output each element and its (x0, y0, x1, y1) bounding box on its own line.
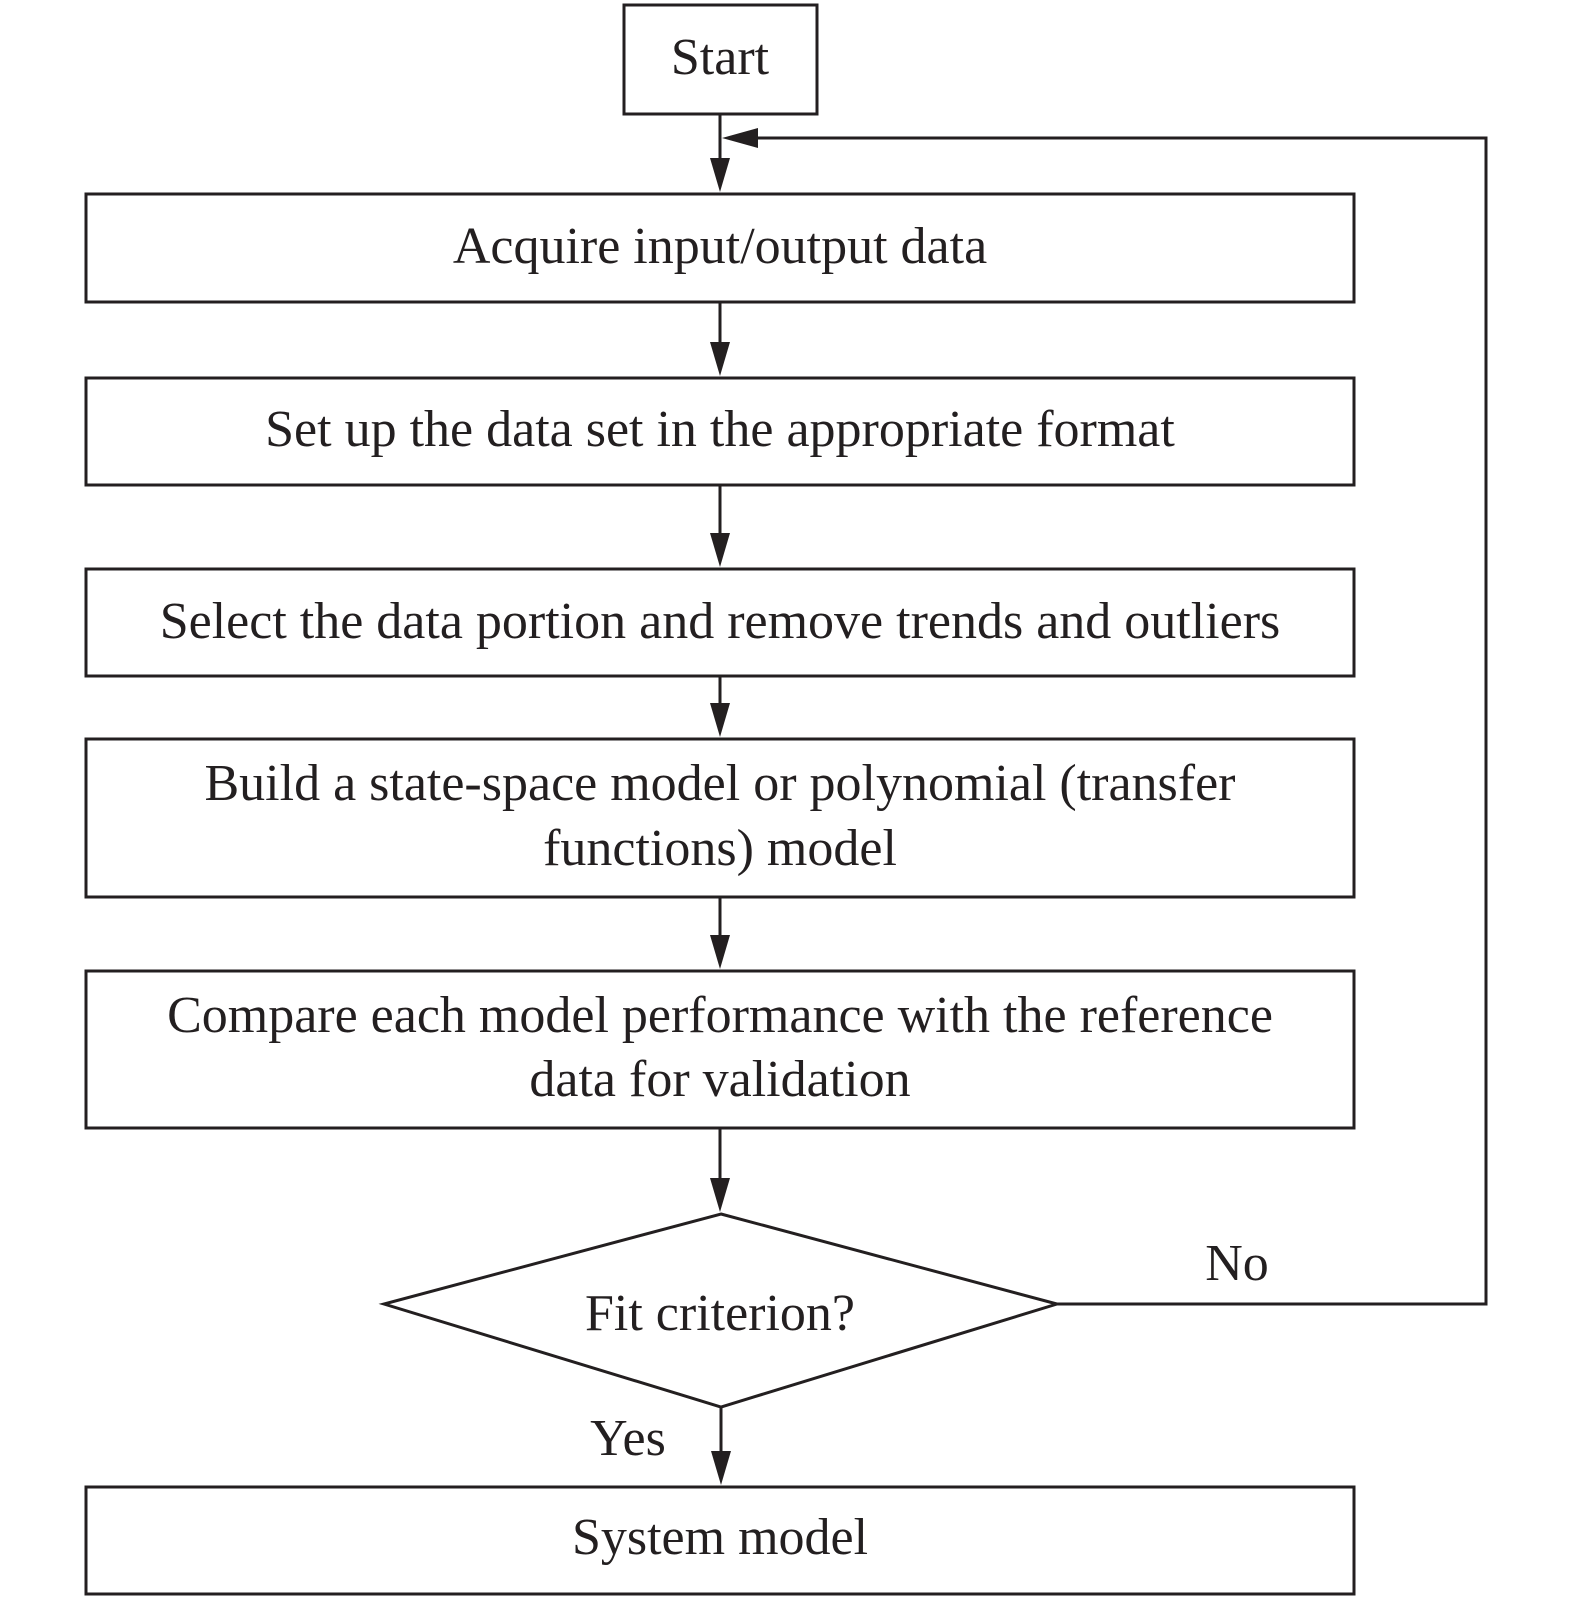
arrow-yes (711, 1451, 731, 1485)
select-label: Select the data portion and remove trend… (160, 593, 1281, 650)
arrow-acquire-setup (710, 342, 730, 376)
system-model-box (84, 1485, 1356, 1596)
step-select: Select the data portion and remove trend… (84, 567, 1356, 678)
build-label-line1: Build a state-space model or polynomial … (204, 755, 1235, 812)
arrow-select-build (710, 703, 730, 737)
step-build: Build a state-space model or polynomial … (84, 737, 1356, 899)
build-label-line2: functions) model (543, 820, 897, 877)
yes-label: Yes (590, 1410, 666, 1467)
acquire-label: Acquire input/output data (453, 218, 987, 275)
arrow-start-acquire (710, 158, 730, 192)
setup-box (84, 376, 1356, 487)
step-acquire: Acquire input/output data (84, 192, 1356, 304)
start-label: Start (671, 29, 770, 86)
step-setup: Set up the data set in the appropriate f… (84, 376, 1356, 487)
compare-label-line1: Compare each model performance with the … (167, 987, 1273, 1044)
decision-label: Fit criterion? (585, 1285, 855, 1342)
compare-box (84, 969, 1356, 1130)
yes-branch: Yes (590, 1407, 731, 1485)
start-box (622, 3, 819, 116)
arrow-setup-select (710, 533, 730, 567)
end-node: System model (84, 1485, 1356, 1596)
build-box (84, 737, 1356, 899)
start-node: Start (622, 3, 819, 116)
decision-node: Fit criterion? (378, 1212, 1063, 1409)
step-compare: Compare each model performance with the … (84, 969, 1356, 1130)
system-model-label: System model (572, 1509, 868, 1566)
acquire-box (84, 192, 1356, 304)
setup-label: Set up the data set in the appropriate f… (265, 401, 1175, 458)
arrow-build-compare (710, 935, 730, 969)
arrow-no-loop (722, 128, 758, 148)
no-label: No (1205, 1235, 1269, 1292)
arrow-compare-decision (710, 1178, 730, 1212)
connector-no-loop (748, 136, 1488, 1306)
compare-label-line2: data for validation (529, 1051, 910, 1108)
no-branch: No (722, 128, 1488, 1306)
